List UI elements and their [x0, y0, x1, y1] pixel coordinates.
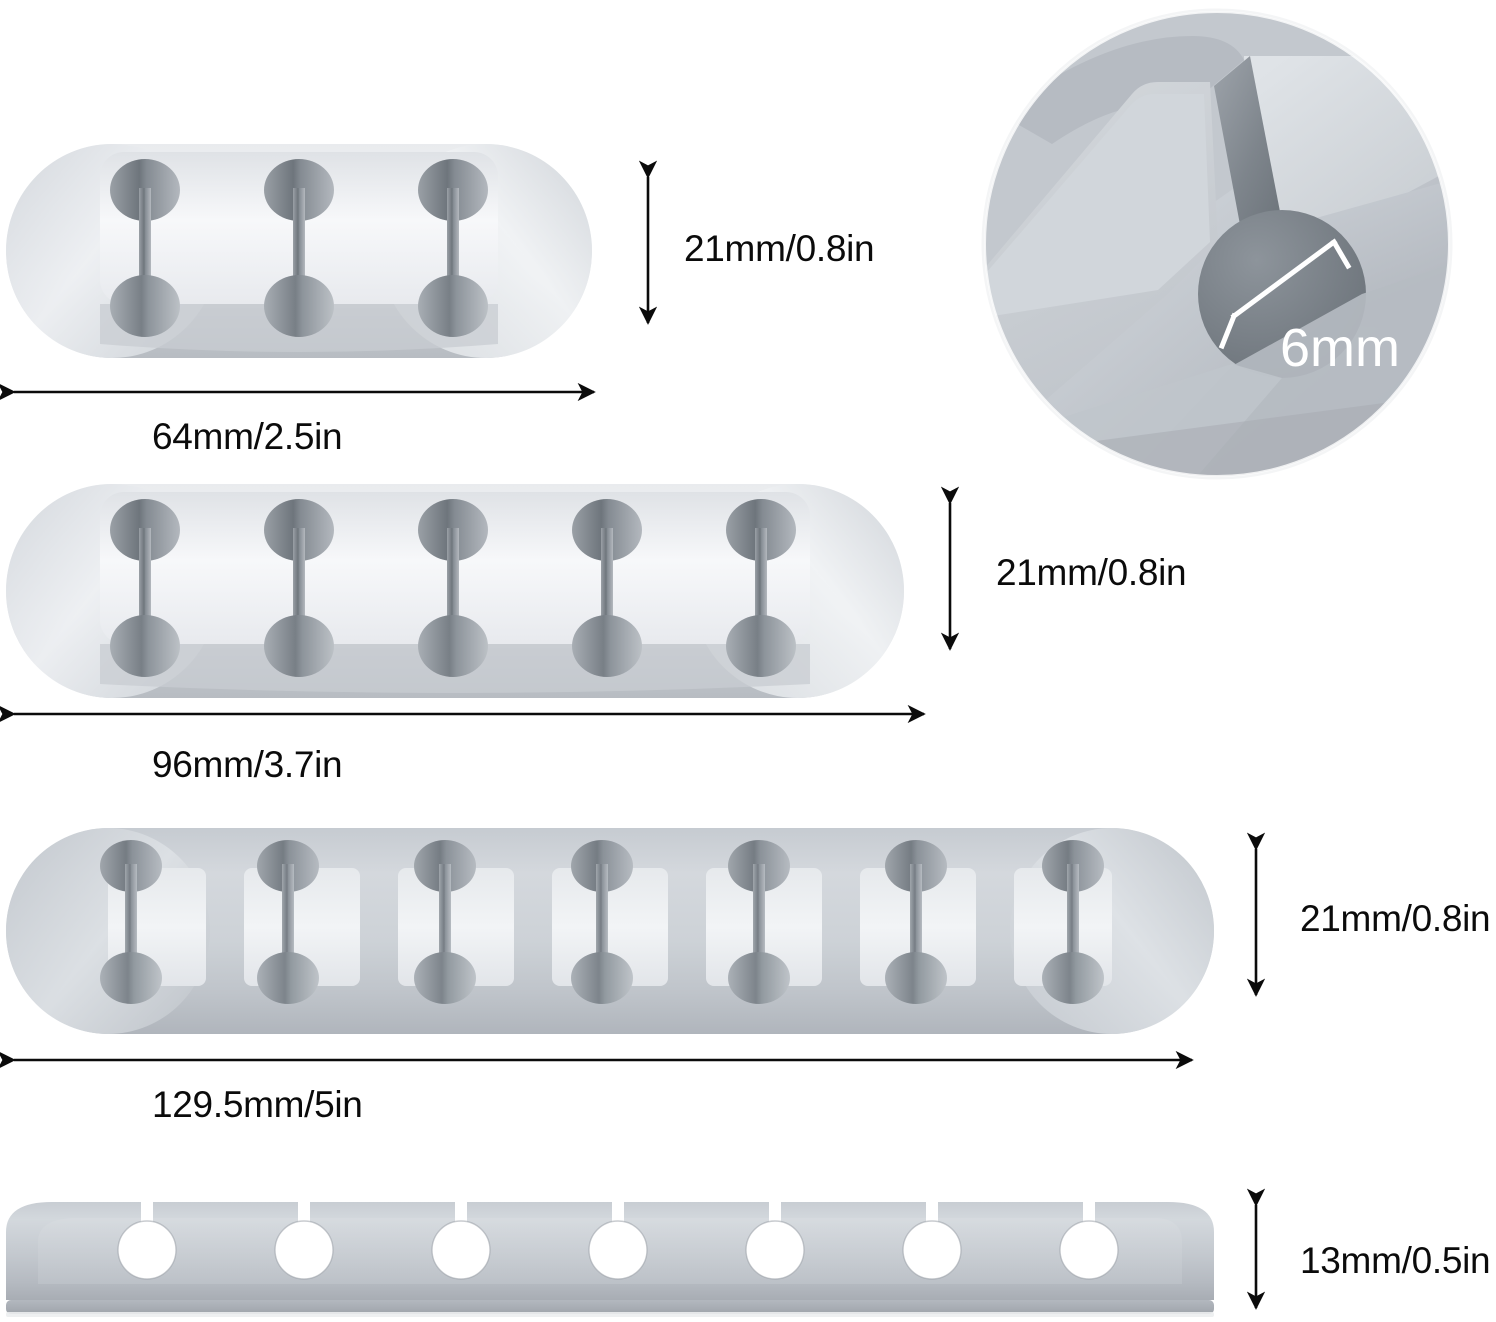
product-clip-side-view: [4, 1196, 1216, 1322]
product-clip-5-slot: [4, 478, 906, 704]
slot-group: [110, 159, 488, 337]
dimension-label-height-clip-3-slot: 21mm/0.8in: [684, 228, 875, 269]
dimension-arrow-height-clip-7-slot: [1246, 832, 1266, 997]
dimension-label-height-clip-5-slot: 21mm/0.8in: [996, 552, 1187, 593]
slot-group: [100, 840, 1104, 1004]
cutout-group: [118, 1200, 1118, 1279]
dimension-label-width-clip-5-slot: 96mm/3.7in: [152, 744, 343, 785]
dimension-arrow-width-clip-3-slot: [0, 382, 596, 402]
product-clip-7-slot: [4, 824, 1216, 1038]
dimension-arrow-height-clip-side-view: [1246, 1188, 1266, 1310]
dimension-arrow-height-clip-3-slot: [638, 160, 658, 325]
product-clip-3-slot: [4, 138, 594, 364]
dimension-label-width-clip-3-slot: 64mm/2.5in: [152, 416, 343, 457]
dimension-arrow-height-clip-5-slot: [940, 486, 960, 651]
dimension-label-height-clip-side-view: 13mm/0.5in: [1300, 1240, 1491, 1281]
detail-measurement-label: 6mm: [1280, 318, 1400, 378]
dimension-arrow-width-clip-5-slot: [0, 704, 926, 724]
slot-group: [110, 499, 796, 677]
detail-inset-slot-closeup: 6mm: [981, 0, 1453, 494]
dimension-label-height-clip-7-slot: 21mm/0.8in: [1300, 898, 1491, 939]
dimension-label-width-clip-7-slot: 129.5mm/5in: [152, 1084, 363, 1125]
dimension-arrow-width-clip-7-slot: [0, 1050, 1194, 1070]
